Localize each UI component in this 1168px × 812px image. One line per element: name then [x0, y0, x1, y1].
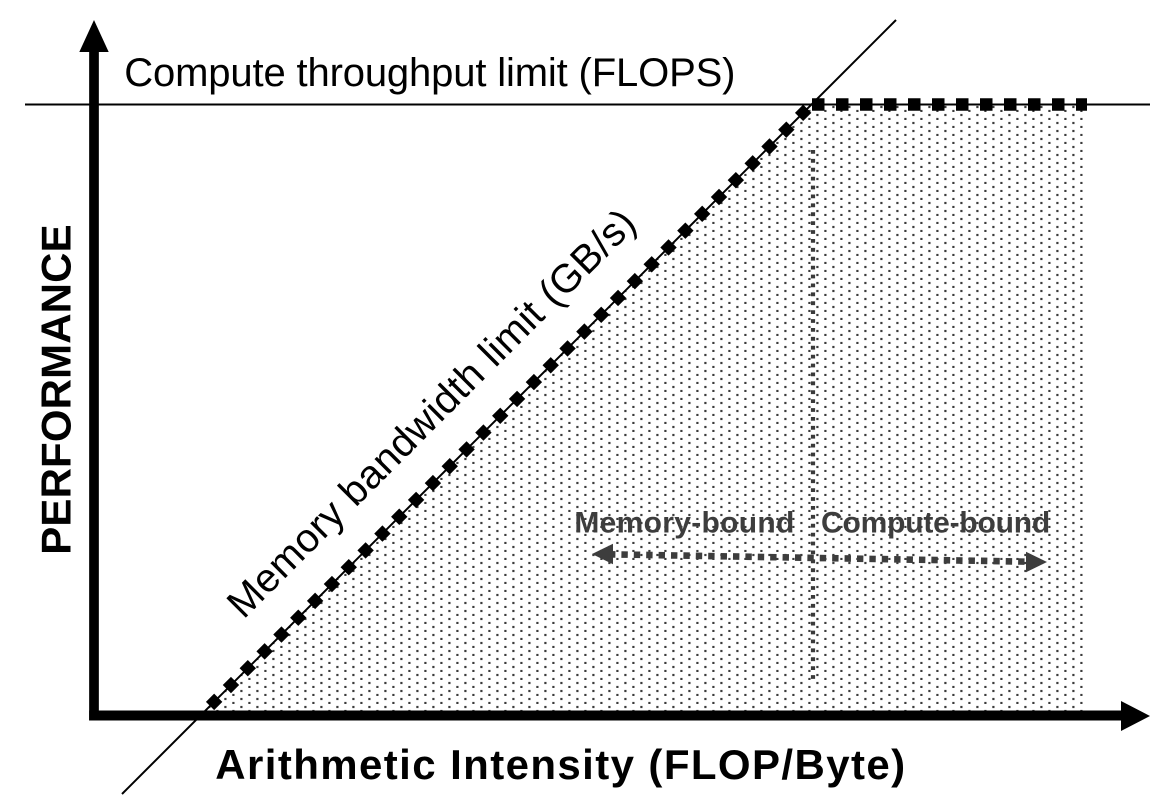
svg-text:Arithmetic Intensity (FLOP/Byt: Arithmetic Intensity (FLOP/Byte) — [215, 741, 906, 788]
svg-text:Memory-bound: Memory-bound — [574, 507, 794, 540]
svg-text:Compute throughput limit (FLOP: Compute throughput limit (FLOPS) — [124, 51, 735, 95]
svg-text:Compute-bound: Compute-bound — [821, 507, 1050, 540]
svg-text:PERFORMANCE: PERFORMANCE — [33, 224, 80, 554]
